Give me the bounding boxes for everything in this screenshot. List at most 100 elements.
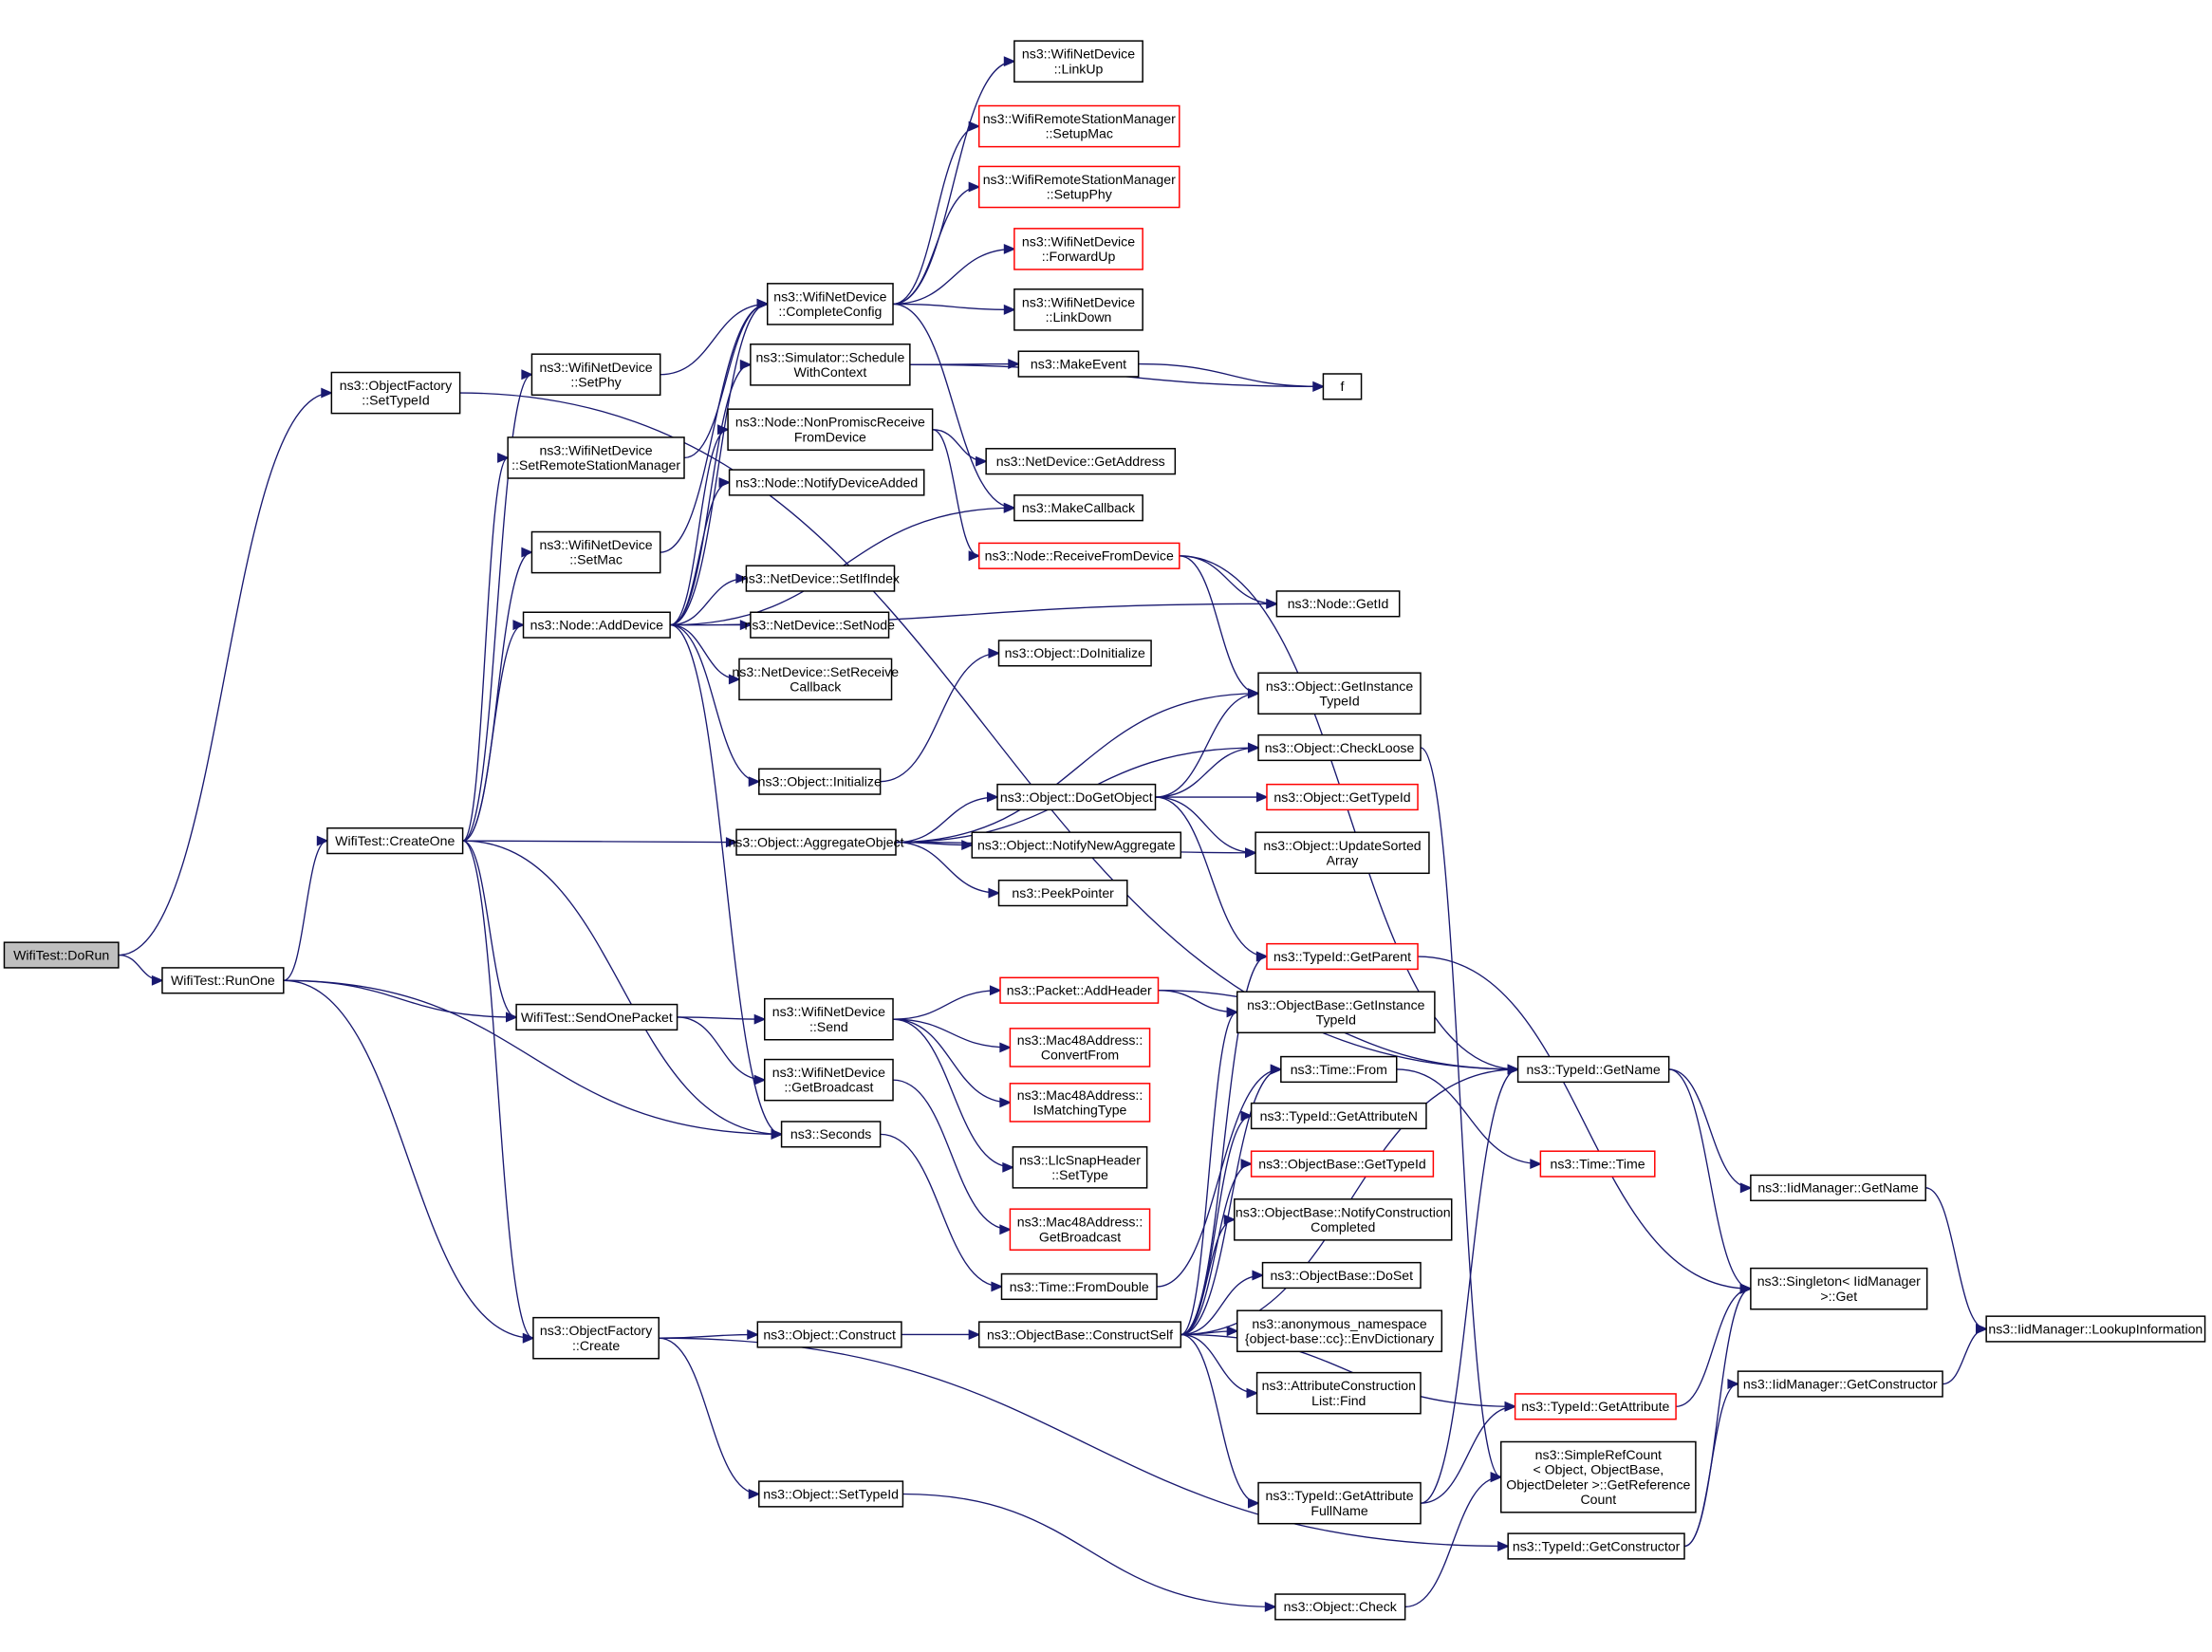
node-sendonepacket[interactable]: WifiTest::SendOnePacket (515, 1003, 678, 1031)
node-setupmac[interactable]: ns3::WifiRemoteStationManager::SetupMac (977, 104, 1180, 148)
node-iid-getconstructor[interactable]: ns3::IidManager::GetConstructor (1737, 1370, 1943, 1398)
node-addheader[interactable]: ns3::Packet::AddHeader (999, 976, 1160, 1004)
node-of-create[interactable]: ns3::ObjectFactory::Create (532, 1316, 660, 1360)
node-llcsettype[interactable]: ns3::LlcSnapHeader::SetType (1012, 1145, 1148, 1189)
node-typeid-getname[interactable]: ns3::TypeId::GetName (1516, 1055, 1670, 1084)
node-doset[interactable]: ns3::ObjectBase::DoSet (1261, 1261, 1422, 1290)
node-dorun[interactable]: WifiTest::DoRun (3, 941, 120, 969)
arrowhead-icon (756, 298, 770, 309)
node-mac-getbroadcast[interactable]: ns3::Mac48Address::GetBroadcast (1009, 1208, 1151, 1252)
node-timefrom[interactable]: ns3::Time::From (1280, 1055, 1398, 1084)
node-label: ns3::WifiNetDevice (1022, 294, 1135, 309)
edge-makeevent-to-f (1138, 362, 1324, 388)
node-f[interactable]: f (1322, 373, 1363, 400)
node-receivefromdevice[interactable]: ns3::Node::ReceiveFromDevice (977, 542, 1180, 569)
arrowhead-icon (1246, 1387, 1259, 1399)
node-getattributen[interactable]: ns3::TypeId::GetAttributeN (1250, 1102, 1427, 1130)
arrowhead-icon (968, 550, 981, 562)
node-doinitialize[interactable]: ns3::Object::DoInitialize (997, 640, 1152, 667)
node-linkdown[interactable]: ns3::WifiNetDevice::LinkDown (1013, 288, 1143, 331)
node-getparent[interactable]: ns3::TypeId::GetParent (1266, 942, 1419, 971)
node-lookupinformation[interactable]: ns3::IidManager::LookupInformation (1985, 1315, 2206, 1343)
node-ob-gettypeid[interactable]: ns3::ObjectBase::GetTypeId (1250, 1150, 1435, 1178)
node-getaddress[interactable]: ns3::NetDevice::GetAddress (985, 448, 1177, 475)
edge-createone-to-aggregate (462, 840, 737, 844)
node-obj-gettypeid[interactable]: ns3::Object::GetTypeId (1266, 783, 1419, 811)
node-setphy[interactable]: ns3::WifiNetDevice::SetPhy (530, 353, 661, 397)
node-notifyconstruction[interactable]: ns3::ObjectBase::NotifyConstructionCompl… (1234, 1198, 1453, 1241)
arrowhead-icon (1255, 951, 1269, 962)
node-makecallback[interactable]: ns3::MakeCallback (1013, 494, 1143, 522)
node-typeid-getconstructor[interactable]: ns3::TypeId::GetConstructor (1507, 1532, 1685, 1560)
node-setnode[interactable]: ns3::NetDevice::SetNode (745, 611, 896, 639)
node-box (522, 611, 671, 639)
node-singleton-get[interactable]: ns3::Singleton< IidManager>::Get (1750, 1267, 1928, 1310)
arrowhead-icon (497, 452, 510, 463)
edge-createone-to-setrsm (462, 456, 509, 842)
node-linkup[interactable]: ns3::WifiNetDevice::LinkUp (1013, 40, 1143, 83)
node-peekpointer[interactable]: ns3::PeekPointer (997, 879, 1128, 907)
node-box (1750, 1267, 1928, 1310)
node-label: WifiTest::DoRun (13, 947, 109, 962)
node-setrsm[interactable]: ns3::WifiNetDevice::SetRemoteStationMana… (507, 436, 685, 479)
node-runone[interactable]: WifiTest::RunOne (161, 967, 285, 994)
node-initialize[interactable]: ns3::Object::Initialize (758, 768, 882, 795)
node-ismatchingtype[interactable]: ns3::Mac48Address::IsMatchingType (1009, 1083, 1151, 1123)
node-createone[interactable]: WifiTest::CreateOne (326, 826, 464, 855)
node-setifindex[interactable]: ns3::NetDevice::SetIfIndex (741, 565, 900, 592)
node-wnd-send[interactable]: ns3::WifiNetDevice::Send (763, 997, 894, 1041)
node-forwardup[interactable]: ns3::WifiNetDevice::ForwardUp (1013, 228, 1143, 270)
node-label: Completed (1310, 1219, 1375, 1234)
node-convertfrom[interactable]: ns3::Mac48Address::ConvertFrom (1009, 1028, 1151, 1067)
node-notifynewagg[interactable]: ns3::Object::NotifyNewAggregate (971, 831, 1182, 859)
node-box (1009, 1083, 1151, 1123)
node-notifydeviceadded[interactable]: ns3::Node::NotifyDeviceAdded (728, 469, 925, 496)
node-constructself[interactable]: ns3::ObjectBase::ConstructSelf (977, 1321, 1182, 1348)
node-fromdouble[interactable]: ns3::Time::FromDouble (1000, 1272, 1158, 1301)
arrowhead-icon (988, 887, 1001, 899)
node-timetime[interactable]: ns3::Time::Time (1539, 1150, 1656, 1178)
edge-wnd_send-to-llcsettype (893, 1018, 1013, 1168)
node-completeconfig[interactable]: ns3::WifiNetDevice::CompleteConfig (766, 283, 894, 325)
node-checkloose[interactable]: ns3::Object::CheckLoose (1257, 733, 1422, 762)
node-box (1514, 1393, 1677, 1420)
node-getattribute[interactable]: ns3::TypeId::GetAttribute (1514, 1393, 1677, 1420)
node-of-settypeid[interactable]: ns3::ObjectFactory::SetTypeId (330, 371, 461, 415)
node-setmac[interactable]: ns3::WifiNetDevice::SetMac (530, 530, 661, 574)
node-label: ns3::WifiNetDevice (773, 288, 886, 304)
node-setupphy[interactable]: ns3::WifiRemoteStationManager::SetupPhy (977, 165, 1180, 209)
node-getid[interactable]: ns3::Node::GetId (1275, 590, 1401, 618)
node-adddevice[interactable]: ns3::Node::AddDevice (522, 611, 671, 639)
arrowhead-icon (1497, 1541, 1510, 1551)
node-aggregate[interactable]: ns3::Object::AggregateObject (728, 828, 904, 856)
node-dogetobject[interactable]: ns3::Object::DoGetObject (996, 783, 1157, 811)
node-label: ns3::Node::ReceiveFromDevice (985, 548, 1174, 564)
edge-createone-to-adddevice (462, 623, 524, 842)
node-obj-settypeid[interactable]: ns3::Object::SetTypeId (758, 1480, 904, 1508)
node-box (728, 469, 925, 496)
node-label: {object-base::cc}::EnvDictionary (1245, 1330, 1435, 1346)
node-envdictionary[interactable]: ns3::anonymous_namespace{object-base::cc… (1236, 1309, 1443, 1353)
node-iid-getname[interactable]: ns3::IidManager::GetName (1750, 1174, 1926, 1201)
node-objcheck[interactable]: ns3::Object::Check (1274, 1593, 1406, 1621)
edge-initialize-to-doinitialize (880, 652, 999, 783)
node-box (738, 658, 893, 701)
arrowhead-icon (1223, 1214, 1236, 1225)
node-seconds[interactable]: ns3::Seconds (780, 1121, 882, 1148)
node-wnd-getbroadcast[interactable]: ns3::WifiNetDevice::GetBroadcast (763, 1058, 894, 1102)
node-label: ns3::TypeId::GetAttribute (1521, 1399, 1669, 1414)
node-box (1985, 1315, 2206, 1343)
node-label: ns3::Time::From (1291, 1062, 1387, 1077)
node-construct[interactable]: ns3::Object::Construct (756, 1321, 902, 1348)
node-label: ns3::Object::DoGetObject (1000, 789, 1153, 805)
node-simplerefcount[interactable]: ns3::SimpleRefCount< Object, ObjectBase,… (1500, 1440, 1697, 1513)
node-makeevent[interactable]: ns3::MakeEvent (1017, 350, 1140, 378)
